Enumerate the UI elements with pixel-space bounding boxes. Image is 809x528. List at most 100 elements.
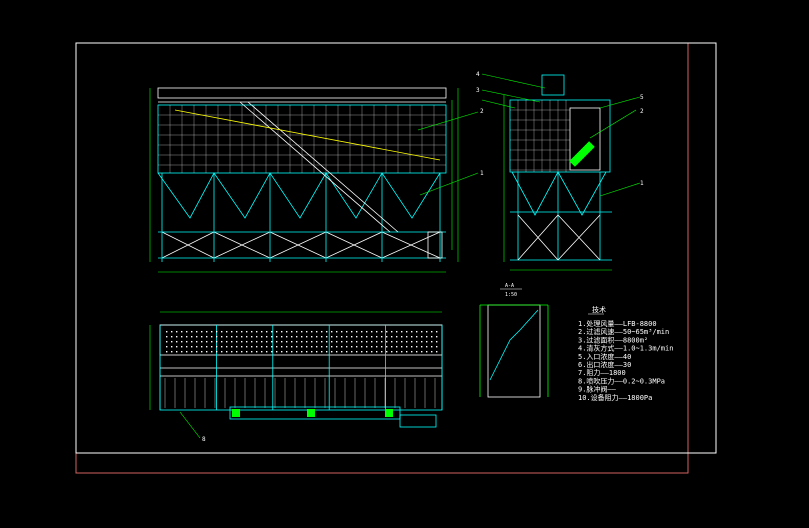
section-title: A-A [505,283,514,289]
bag-dot [226,351,228,353]
bag-dot [206,331,208,333]
bag-dot [166,341,168,343]
bag-dot [371,341,373,343]
bag-dot [381,346,383,348]
bag-dot [396,351,398,353]
bag-dot [391,351,393,353]
bag-dot [256,351,258,353]
bag-dot [411,331,413,333]
bag-dot [316,336,318,338]
bag-dot [221,341,223,343]
bag-dot [366,336,368,338]
bag-dot [196,331,198,333]
bag-dot [176,331,178,333]
bag-dot [336,336,338,338]
bag-dot [251,351,253,353]
brace [381,231,441,259]
bag-dot [356,351,358,353]
bag-dot [361,351,363,353]
plan-dimensions [149,311,442,439]
bag-dot [386,336,388,338]
bag-dot [376,336,378,338]
bag-dot [216,351,218,353]
bag-dot [271,331,273,333]
section-profile [489,309,539,381]
bag-dot [256,336,258,338]
bag-dot [266,346,268,348]
bag-dot [346,336,348,338]
bag-dot [296,346,298,348]
bag-dot [326,346,328,348]
bag-dot [341,331,343,333]
bag-dot [316,331,318,333]
bag-dot [216,336,218,338]
bag-dot [406,351,408,353]
bag-dot [326,336,328,338]
bag-dot [396,336,398,338]
bag-dot [201,351,203,353]
bag-dot [216,346,218,348]
bag-dot [236,331,238,333]
bag-dot [271,346,273,348]
front-callout-2: 2 [480,108,484,115]
bag-dot [166,346,168,348]
bag-dot [421,336,423,338]
bag-dot [306,341,308,343]
side-callout-leaders [481,73,641,197]
bag-dot [261,341,263,343]
brace [161,231,215,259]
spec-line: 5.入口浓度——40 [578,352,631,361]
bag-dot [286,351,288,353]
bag-dot [241,341,243,343]
spec-line: 8.喷吹压力——0.2~0.3MPa [578,376,665,385]
bag-dot [351,341,353,343]
bag-dot [256,346,258,348]
bag-dot [321,341,323,343]
bag-dot [291,336,293,338]
bag-dot [331,351,333,353]
front-callout-leader-1 [419,172,479,196]
bag-dot [176,346,178,348]
bag-dot [216,341,218,343]
bag-dot [336,331,338,333]
spec-line: 7.阻力——1800 [578,368,626,377]
bag-dot [296,331,298,333]
bag-dot [286,336,288,338]
bag-dot [166,351,168,353]
bag-dot [316,351,318,353]
plan-inlet-3 [385,409,393,417]
bag-dot [411,351,413,353]
bag-dot [196,351,198,353]
bag-dot [251,336,253,338]
bag-dot [351,336,353,338]
bag-dot [301,351,303,353]
bag-dot [251,331,253,333]
front-callout-1: 1 [480,170,484,177]
bag-dot [391,336,393,338]
plan-view [159,324,443,428]
front-elevation [157,87,447,262]
bag-dot [311,346,313,348]
bag-dot [341,341,343,343]
bag-dot [306,336,308,338]
bag-dot [421,346,423,348]
bag-dot [236,336,238,338]
bag-dot [391,331,393,333]
spec-line: 1.处理风量——LFB-8800 [578,319,657,328]
bag-dot [241,351,243,353]
bag-dot [356,346,358,348]
bag-dot [426,331,428,333]
bag-dot [301,341,303,343]
bag-dot [321,351,323,353]
bag-dot [256,341,258,343]
bag-dot [231,346,233,348]
bag-dot [181,331,183,333]
side-valve [569,141,595,167]
bag-dot [241,336,243,338]
plan-inlet-2 [307,409,315,417]
bag-dot [326,331,328,333]
bag-dot [231,341,233,343]
bag-dot [366,346,368,348]
bag-dot [386,331,388,333]
bag-dot [306,331,308,333]
